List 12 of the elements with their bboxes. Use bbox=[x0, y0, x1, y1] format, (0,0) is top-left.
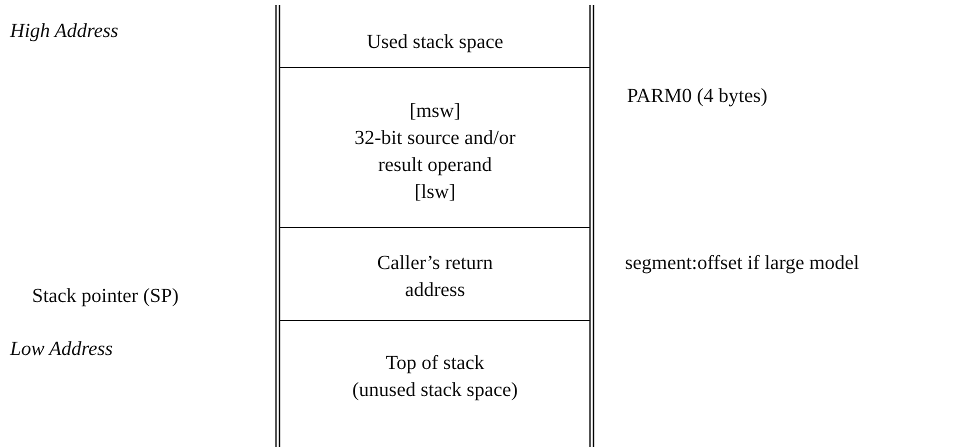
cell-text: Caller’s return address bbox=[376, 251, 494, 303]
cell-text: Used stack space bbox=[366, 30, 504, 55]
cell-text: [msw] bbox=[408, 99, 462, 124]
side-label: segment:offset if large model bbox=[625, 251, 860, 275]
side-label: High Address bbox=[10, 19, 118, 43]
cell-text: 32-bit source and/or result operand bbox=[353, 126, 517, 178]
cell-text: Top of stack bbox=[384, 351, 486, 376]
side-label: Low Address bbox=[10, 337, 113, 361]
cell-text: [lsw] bbox=[413, 180, 457, 205]
side-label: Stack pointer (SP) bbox=[32, 284, 179, 308]
side-label: PARM0 (4 bytes) bbox=[627, 84, 768, 108]
cell-text: (unused stack space) bbox=[351, 378, 519, 403]
